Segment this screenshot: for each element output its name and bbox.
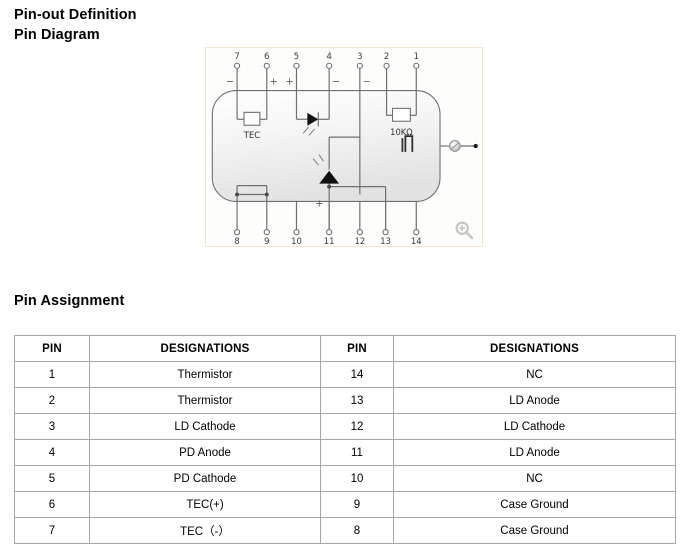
- svg-text:+: +: [315, 198, 323, 209]
- svg-text:5: 5: [294, 51, 299, 61]
- cell-designation-left: LD Cathode: [89, 413, 321, 440]
- svg-text:3: 3: [357, 51, 362, 61]
- svg-text:11: 11: [324, 236, 335, 246]
- cell-pin-left: 3: [14, 413, 90, 440]
- header-designations-left: DESIGNATIONS: [89, 335, 321, 362]
- cell-pin-right: 8: [320, 517, 394, 544]
- cell-pin-right: 11: [320, 439, 394, 466]
- svg-text:10KΩ: 10KΩ: [390, 127, 413, 137]
- svg-text:6: 6: [264, 51, 269, 61]
- svg-text:−: −: [363, 77, 371, 88]
- svg-text:8: 8: [234, 236, 239, 246]
- cell-designation-right: NC: [393, 361, 676, 388]
- cell-designation-right: LD Anode: [393, 439, 676, 466]
- cell-designation-right: LD Anode: [393, 387, 676, 414]
- cell-designation-right: Case Ground: [393, 517, 676, 544]
- header-pin-right: PIN: [320, 335, 394, 362]
- cell-designation-left: Thermistor: [89, 361, 321, 388]
- pin-assignment-heading: Pin Assignment: [14, 293, 125, 309]
- svg-text:−: −: [332, 77, 340, 88]
- svg-text:12: 12: [354, 236, 365, 246]
- pin-diagram-figure[interactable]: 7 6 5 4 3 2 1 − + + − − TEC: [205, 47, 483, 247]
- svg-text:9: 9: [264, 236, 269, 246]
- svg-text:4: 4: [326, 51, 331, 61]
- svg-text:13: 13: [380, 236, 391, 246]
- cell-designation-left: PD Anode: [89, 439, 321, 466]
- svg-text:+: +: [270, 77, 278, 88]
- svg-text:2: 2: [384, 51, 389, 61]
- cell-pin-left: 4: [14, 439, 90, 466]
- svg-text:1: 1: [414, 51, 419, 61]
- cell-designation-left: TEC(+): [89, 491, 321, 518]
- header-pin-left: PIN: [14, 335, 90, 362]
- cell-pin-right: 9: [320, 491, 394, 518]
- cell-pin-left: 5: [14, 465, 90, 492]
- cell-pin-left: 6: [14, 491, 90, 518]
- cell-pin-right: 12: [320, 413, 394, 440]
- cell-pin-left: 2: [14, 387, 90, 414]
- cell-pin-right: 10: [320, 465, 394, 492]
- cell-pin-left: 7: [14, 517, 90, 544]
- cell-designation-right: Case Ground: [393, 491, 676, 518]
- pinout-definition-heading: Pin-out Definition: [14, 7, 137, 23]
- svg-text:14: 14: [411, 236, 422, 246]
- cell-pin-right: 13: [320, 387, 394, 414]
- svg-text:7: 7: [234, 51, 239, 61]
- cell-pin-right: 14: [320, 361, 394, 388]
- svg-text:−: −: [226, 77, 234, 88]
- cell-pin-left: 1: [14, 361, 90, 388]
- pin-diagram-schematic: 7 6 5 4 3 2 1 − + + − − TEC: [211, 51, 478, 246]
- pin-diagram-heading: Pin Diagram: [14, 27, 100, 43]
- table-header-row: PIN DESIGNATIONS PIN DESIGNATIONS: [14, 335, 676, 362]
- zoom-in-icon[interactable]: [454, 220, 474, 240]
- cell-designation-left: PD Cathode: [89, 465, 321, 492]
- cell-designation-right: LD Cathode: [393, 413, 676, 440]
- cell-designation-left: TEC（-）: [89, 517, 321, 544]
- svg-text:10: 10: [291, 236, 302, 246]
- header-designations-right: DESIGNATIONS: [393, 335, 676, 362]
- cell-designation-right: NC: [393, 465, 676, 492]
- cell-designation-left: Thermistor: [89, 387, 321, 414]
- svg-text:+: +: [285, 77, 293, 88]
- svg-text:TEC: TEC: [243, 130, 260, 140]
